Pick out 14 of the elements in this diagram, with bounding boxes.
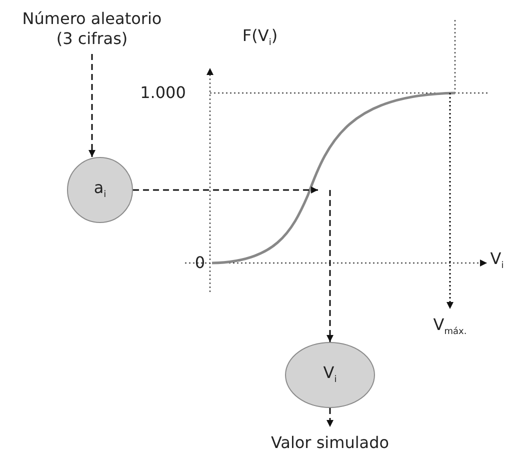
caption-text: Número aleatorio (3 cifras) bbox=[12, 4, 172, 54]
dashed-arrow bbox=[326, 408, 334, 427]
axis-title: V$_{i}$ bbox=[489, 248, 505, 274]
node-label: a$_{i}$ bbox=[94, 178, 106, 202]
dashed-arrow bbox=[88, 54, 96, 157]
caption-text: V$_{máx.}$ bbox=[420, 312, 480, 342]
dashed-arrow bbox=[133, 186, 318, 194]
tick-label: 0 bbox=[194, 252, 206, 274]
caption-text: Valor simulado bbox=[255, 430, 405, 456]
tick-label: 1.000 bbox=[139, 82, 187, 104]
dashed-arrow bbox=[326, 190, 334, 342]
axis-title: F(V$_{i}$) bbox=[241, 26, 279, 50]
node-label: V$_{i}$ bbox=[323, 363, 337, 387]
dashed-arrow bbox=[446, 93, 454, 309]
